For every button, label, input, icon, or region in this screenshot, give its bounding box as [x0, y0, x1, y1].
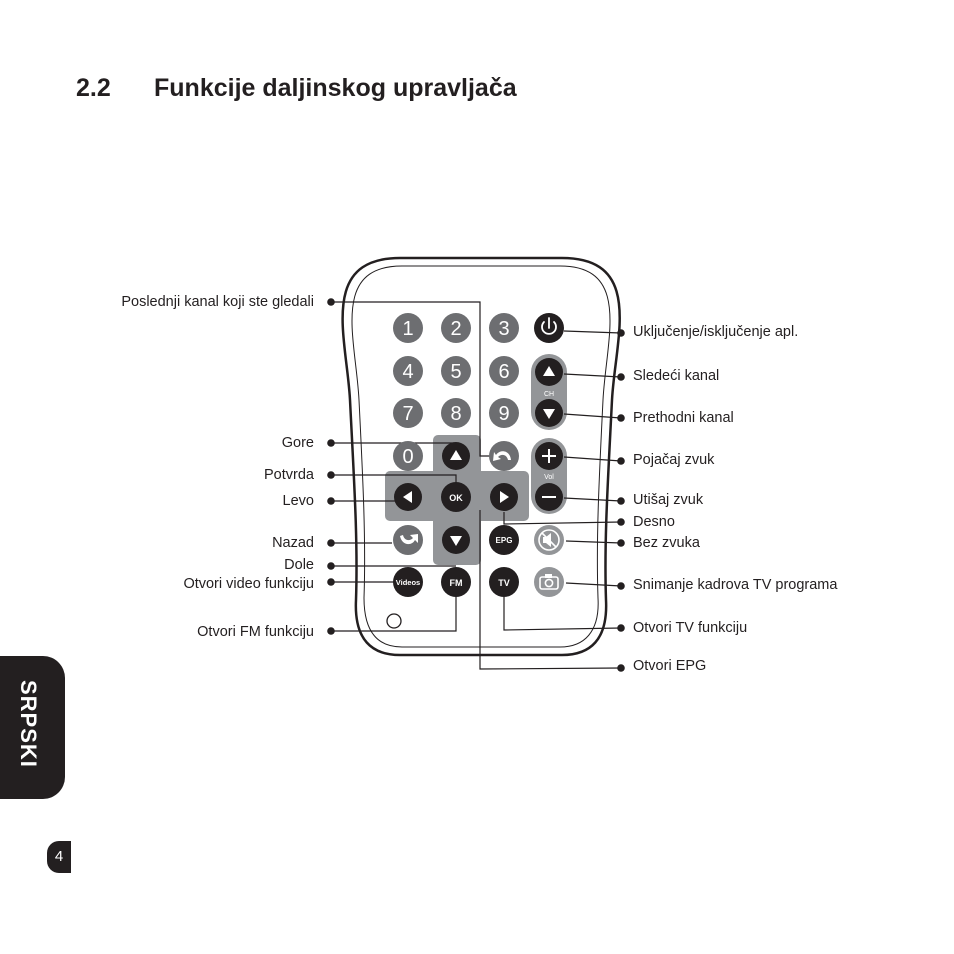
dpad-left-button[interactable]	[394, 483, 422, 511]
svg-text:EPG: EPG	[496, 536, 513, 545]
back-button[interactable]	[393, 525, 423, 555]
callout-back: Nazad	[272, 535, 314, 551]
digit-key-4[interactable]: 4	[393, 356, 423, 386]
back-arrow-icon	[400, 534, 418, 545]
callout-open-fm: Otvori FM funkciju	[197, 624, 314, 640]
callout-mute: Bez zvuka	[633, 535, 700, 551]
svg-text:8: 8	[450, 403, 461, 425]
digit-key-6[interactable]: 6	[489, 356, 519, 386]
plus-icon	[542, 449, 556, 463]
digit-key-7[interactable]: 7	[393, 398, 423, 428]
fm-button[interactable]: FM	[441, 567, 471, 597]
channel-up-button[interactable]	[535, 358, 563, 386]
remote-body-inner	[351, 265, 611, 648]
digit-key-2[interactable]: 2	[441, 313, 471, 343]
return-arrow-icon	[493, 451, 511, 461]
svg-text:Videos: Videos	[396, 578, 420, 587]
svg-text:7: 7	[402, 403, 413, 425]
power-icon	[541, 321, 557, 335]
svg-text:9: 9	[498, 403, 509, 425]
language-tab: SRPSKI	[0, 656, 65, 799]
ir-indicator	[386, 613, 402, 629]
dpad-down-button[interactable]	[442, 526, 470, 554]
svg-text:1: 1	[402, 318, 413, 340]
section-number: 2.2	[76, 74, 111, 102]
callout-prev-channel: Prethodni kanal	[633, 410, 734, 426]
callout-down: Dole	[284, 557, 314, 573]
triangle-left-icon	[403, 491, 412, 503]
digit-key-0[interactable]: 0	[393, 441, 423, 471]
triangle-down-icon	[543, 409, 555, 419]
vol-label: Vol	[544, 474, 554, 481]
page-number: 4	[47, 841, 71, 873]
volume-up-button[interactable]	[535, 442, 563, 470]
triangle-right-icon	[500, 491, 509, 503]
speaker-icon	[543, 533, 551, 547]
digit-key-5[interactable]: 5	[441, 356, 471, 386]
callout-right: Desno	[633, 514, 675, 530]
svg-text:TV: TV	[498, 578, 510, 588]
digit-key-3[interactable]: 3	[489, 313, 519, 343]
ok-button[interactable]: OK	[441, 482, 471, 512]
power-button[interactable]	[534, 313, 564, 343]
triangle-up-icon	[543, 366, 555, 376]
digit-key-8[interactable]: 8	[441, 398, 471, 428]
channel-down-button[interactable]	[535, 399, 563, 427]
callout-confirm: Potvrda	[264, 467, 314, 483]
callout-volume-up: Pojačaj zvuk	[633, 452, 715, 468]
epg-button[interactable]: EPG	[489, 525, 519, 555]
snapshot-button[interactable]	[534, 567, 564, 597]
svg-text:2: 2	[450, 318, 461, 340]
last-channel-button[interactable]	[489, 441, 519, 471]
triangle-up-icon	[450, 450, 462, 460]
callout-up: Gore	[281, 435, 314, 451]
ch-label: CH	[544, 391, 554, 398]
section-title: Funkcije daljinskog upravljača	[154, 74, 517, 102]
svg-text:4: 4	[402, 361, 413, 383]
callout-volume-down: Utišaj zvuk	[633, 492, 704, 508]
dpad-right-button[interactable]	[490, 483, 518, 511]
callout-left: Levo	[282, 493, 314, 509]
mute-button[interactable]	[534, 525, 564, 555]
triangle-down-icon	[450, 536, 462, 546]
volume-down-button[interactable]	[535, 483, 563, 511]
callout-last-channel: Poslednji kanal koji ste gledali	[121, 294, 314, 310]
tv-button[interactable]: TV	[489, 567, 519, 597]
svg-text:OK: OK	[449, 493, 463, 503]
callout-next-channel: Sledeći kanal	[633, 368, 720, 384]
digit-key-1[interactable]: 1	[393, 313, 423, 343]
dpad-up-button[interactable]	[442, 442, 470, 470]
digit-keys: 1 2 3 4 5 6 7 8 9 0	[393, 313, 519, 471]
callout-open-epg: Otvori EPG	[633, 658, 707, 674]
callout-dots	[327, 298, 625, 672]
svg-text:6: 6	[498, 361, 509, 383]
svg-text:FM: FM	[450, 578, 463, 588]
digit-key-9[interactable]: 9	[489, 398, 519, 428]
videos-button[interactable]: Videos	[393, 567, 423, 597]
callout-open-tv: Otvori TV funkciju	[633, 620, 748, 636]
svg-text:3: 3	[498, 318, 509, 340]
language-tab-label: SRPSKI	[16, 680, 41, 768]
svg-text:5: 5	[450, 361, 461, 383]
callout-snapshot: Snimanje kadrova TV programa	[633, 577, 838, 593]
callout-power: Uključenje/isključenje apl.	[633, 324, 799, 340]
callout-lines	[331, 301, 622, 670]
svg-text:0: 0	[402, 446, 413, 468]
callout-open-video: Otvori video funkciju	[183, 576, 314, 592]
